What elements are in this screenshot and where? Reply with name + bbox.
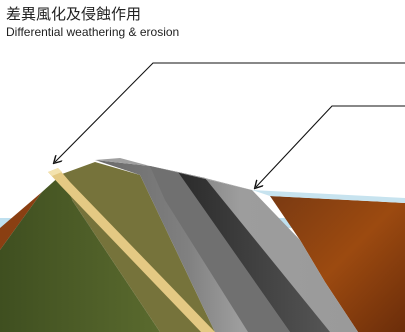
resistant-dyke <box>48 168 215 332</box>
olive-rock-layer <box>0 174 160 332</box>
dyke-top-highlight <box>48 168 62 176</box>
olive-band <box>62 162 215 332</box>
title-chinese: 差異風化及侵蝕作用 <box>6 5 142 23</box>
grey-rock-mid-band <box>150 166 290 332</box>
ridge-top <box>95 158 252 190</box>
leader-line-slope <box>256 105 405 187</box>
water-right <box>252 190 405 203</box>
title-english: Differential weathering & erosion <box>6 25 180 39</box>
dark-rock-band <box>178 172 330 332</box>
leader-line-dyke <box>55 62 405 162</box>
brown-rock-right <box>270 196 405 332</box>
